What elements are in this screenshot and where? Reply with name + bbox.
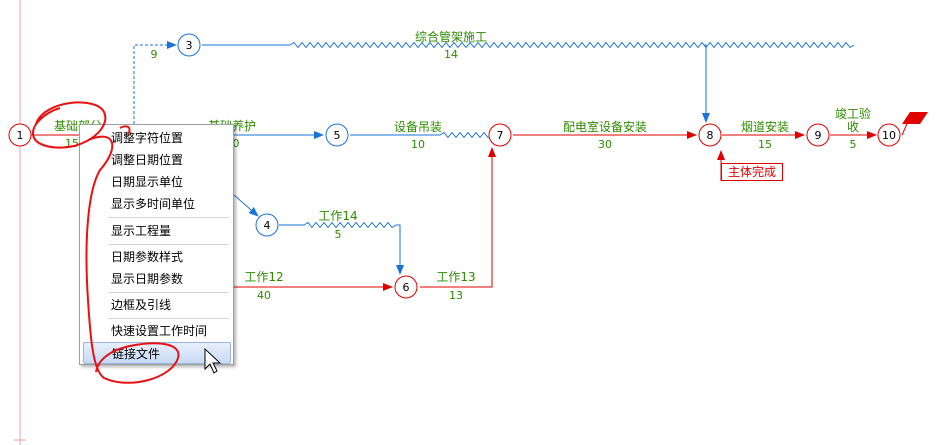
- menu-separator: [108, 217, 229, 218]
- node-8[interactable]: 8: [698, 123, 722, 147]
- menu-item-multi-time-unit[interactable]: 显示多时间单位: [111, 197, 196, 211]
- svg-text:8: 8: [707, 129, 714, 142]
- end-flag-icon: [902, 112, 928, 124]
- menu-item-quick-work-time[interactable]: 快速设置工作时间: [111, 324, 208, 338]
- menu-item-date-param-style[interactable]: 日期参数样式: [111, 250, 184, 264]
- activity-duration: 30: [598, 138, 612, 151]
- activity-duration: 0: [233, 137, 240, 150]
- svg-text:3: 3: [186, 39, 193, 52]
- activity-label: 工作13: [436, 270, 475, 284]
- activity-label: 综合管架施工: [415, 29, 487, 44]
- activity-duration: 5: [850, 138, 857, 151]
- activity-2-3: [133, 41, 177, 124]
- menu-separator: [108, 318, 229, 319]
- node-4[interactable]: 4: [255, 213, 279, 237]
- activity-label: 工作14: [318, 209, 357, 223]
- node-1[interactable]: 1: [8, 123, 32, 147]
- activity-duration: 15: [758, 138, 772, 151]
- activity-duration: 5: [335, 228, 342, 241]
- svg-text:4: 4: [264, 219, 271, 232]
- milestone-label[interactable]: 主体完成: [721, 163, 783, 181]
- activity-duration: 13: [449, 289, 463, 302]
- svg-text:1: 1: [17, 129, 24, 142]
- activity-6-7: [420, 147, 496, 288]
- node-10[interactable]: 10: [877, 123, 901, 147]
- node-3[interactable]: 3: [177, 33, 201, 57]
- activity-label-line1: 竣工验: [835, 106, 871, 121]
- activity-label: 烟道安装: [741, 119, 789, 134]
- svg-text:6: 6: [403, 281, 410, 294]
- activity-duration: 40: [257, 289, 271, 302]
- menu-item-link-file[interactable]: 链接文件: [83, 342, 231, 364]
- menu-item-show-date-params[interactable]: 显示日期参数: [111, 272, 184, 286]
- svg-text:7: 7: [497, 129, 504, 142]
- menu-separator: [108, 292, 229, 293]
- activity-label: 配电室设备安装: [563, 119, 647, 134]
- menu-item-show-quantity[interactable]: 显示工程量: [111, 224, 172, 238]
- node-6[interactable]: 6: [394, 275, 418, 299]
- node-9[interactable]: 9: [806, 123, 830, 147]
- activity-duration: 10: [411, 138, 425, 151]
- activity-duration: 9: [151, 48, 158, 61]
- activity-label-line2: 收: [847, 120, 859, 134]
- menu-item-border-leader[interactable]: 边框及引线: [111, 298, 172, 312]
- node-5[interactable]: 5: [325, 123, 349, 147]
- activity-label: 设备吊装: [394, 120, 442, 134]
- menu-separator: [108, 244, 229, 245]
- svg-text:5: 5: [334, 129, 341, 142]
- activity-label: 工作12: [244, 270, 283, 284]
- node-7[interactable]: 7: [488, 123, 512, 147]
- svg-text:9: 9: [815, 129, 822, 142]
- menu-item-adjust-char-position[interactable]: 调整字符位置: [111, 131, 184, 145]
- activity-2-4: [233, 194, 259, 217]
- svg-text:10: 10: [882, 129, 896, 142]
- context-menu: 调整字符位置 调整日期位置 日期显示单位 显示多时间单位 显示工程量 日期参数样…: [79, 124, 234, 365]
- activity-duration: 14: [444, 48, 458, 61]
- menu-item-date-display-unit[interactable]: 日期显示单位: [111, 175, 184, 189]
- activity-duration: 15: [65, 137, 79, 150]
- menu-item-adjust-date-position[interactable]: 调整日期位置: [111, 153, 184, 167]
